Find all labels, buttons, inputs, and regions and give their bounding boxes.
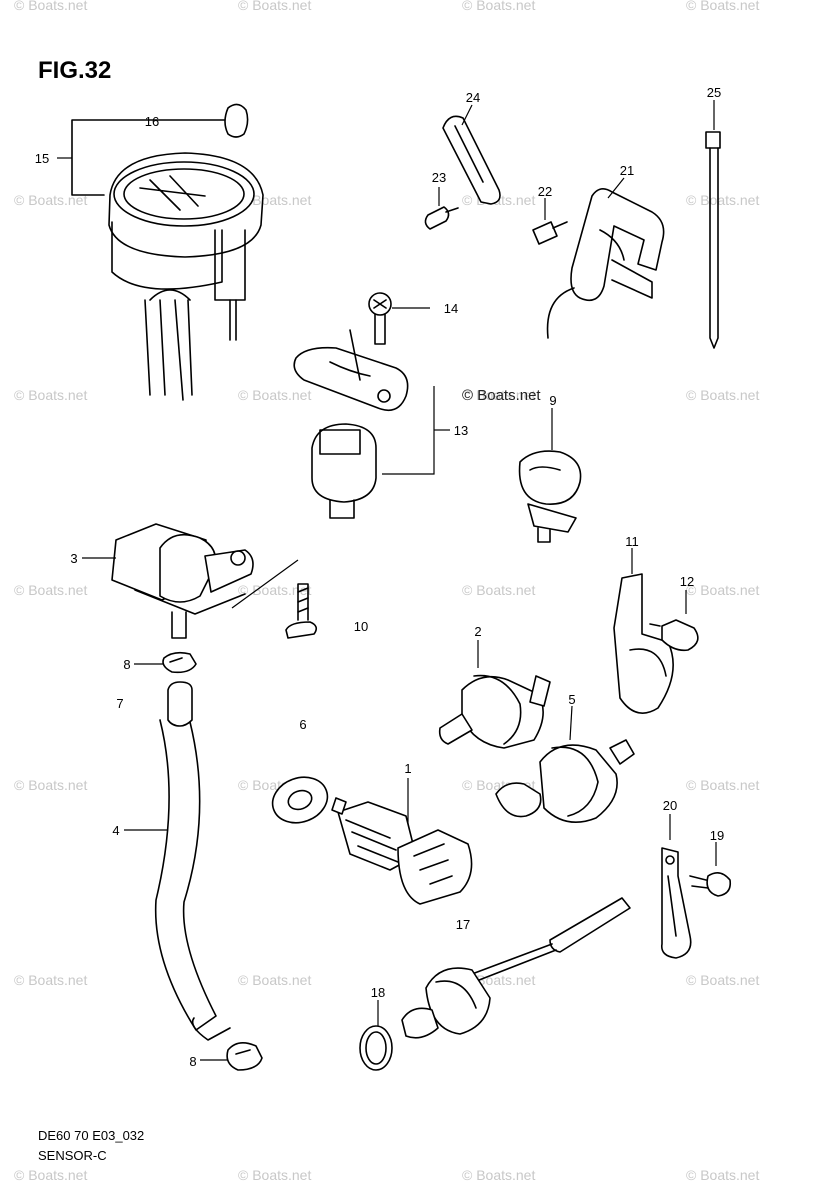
watermark-text: © Boats.net — [238, 582, 311, 598]
watermark-text: © Boats.net — [238, 387, 311, 403]
gauge-assembly — [57, 103, 264, 401]
callout-13: 13 — [454, 423, 468, 438]
callout-15: 15 — [35, 151, 49, 166]
switch-part-5 — [495, 705, 635, 824]
callout-20: 20 — [663, 798, 677, 813]
watermark-text: © Boats.net — [238, 192, 311, 208]
o-ring-part-18 — [359, 1000, 393, 1071]
callout-16: 16 — [145, 114, 159, 129]
watermark-text: © Boats.net — [462, 582, 535, 598]
watermark-text: © Boats.net — [14, 387, 87, 403]
clamp-part-8-top — [134, 651, 197, 674]
figure-title: FIG.32 — [38, 57, 111, 84]
watermark-text: © Boats.net — [14, 582, 87, 598]
screw-part-14 — [368, 292, 430, 345]
sensor-part-1 — [331, 778, 473, 905]
callout-25: 25 — [707, 85, 721, 100]
watermark-text: © Boats.net — [238, 0, 311, 13]
center-watermark: © Boats.net — [462, 387, 541, 404]
model-code: DE60 70 E03_032 — [38, 1128, 144, 1143]
callout-17: 17 — [456, 917, 470, 932]
clip-part-20 — [660, 814, 692, 959]
clip-part-9 — [518, 408, 582, 543]
callout-1: 1 — [404, 761, 411, 776]
watermark-text: © Boats.net — [686, 582, 759, 598]
callout-12: 12 — [680, 574, 694, 589]
watermark-text: © Boats.net — [238, 972, 311, 988]
clamp-part-8-bottom — [200, 1042, 263, 1071]
strap-part-24 — [442, 104, 501, 205]
callout-21: 21 — [620, 163, 634, 178]
callout-2: 2 — [474, 624, 481, 639]
sensor-part-17 — [401, 897, 631, 1039]
callout-11: 11 — [625, 534, 639, 549]
sensor-part-13 — [293, 329, 450, 519]
washer-part-6 — [271, 776, 329, 824]
watermark-text: © Boats.net — [686, 777, 759, 793]
sensor-part-3 — [82, 523, 299, 639]
watermark-text: © Boats.net — [686, 1167, 759, 1183]
watermark-text: © Boats.net — [686, 387, 759, 403]
switch-part-2 — [438, 640, 551, 749]
callout-8-top: 8 — [123, 657, 130, 672]
cable-tie-part-25 — [705, 100, 721, 349]
screw-part-12 — [649, 590, 699, 652]
watermark-text: © Boats.net — [686, 972, 759, 988]
screw-part-22 — [532, 198, 568, 245]
watermark-text: © Boats.net — [14, 777, 87, 793]
callout-23: 23 — [432, 170, 446, 185]
callout-3: 3 — [70, 551, 77, 566]
watermark-text: © Boats.net — [14, 0, 87, 13]
hose-part-4 — [124, 681, 231, 1041]
bracket-part-21 — [546, 177, 665, 339]
callout-14: 14 — [444, 301, 458, 316]
callout-18: 18 — [371, 985, 385, 1000]
bolt-part-10 — [285, 583, 318, 639]
screw-part-19 — [689, 842, 732, 897]
watermark-text: © Boats.net — [14, 1167, 87, 1183]
callout-4: 4 — [112, 823, 119, 838]
callout-19: 19 — [710, 828, 724, 843]
callout-10: 10 — [354, 619, 368, 634]
watermark-text: © Boats.net — [462, 1167, 535, 1183]
callout-layer: 16 15 24 25 23 22 21 14 13 9 3 11 12 10 … — [35, 85, 724, 1069]
callout-8-bottom: 8 — [189, 1054, 196, 1069]
watermark-text: © Boats.net — [238, 1167, 311, 1183]
watermark-text: © Boats.net — [462, 0, 535, 13]
callout-9: 9 — [549, 393, 556, 408]
callout-24: 24 — [466, 90, 480, 105]
callout-22: 22 — [538, 184, 552, 199]
watermark-text: © Boats.net — [14, 192, 87, 208]
callout-6: 6 — [299, 717, 306, 732]
watermark-text: © Boats.net — [686, 0, 759, 13]
callout-5: 5 — [568, 692, 575, 707]
screw-part-23 — [424, 187, 459, 230]
watermark-text: © Boats.net — [686, 192, 759, 208]
watermark-text: © Boats.net — [14, 972, 87, 988]
section-name: SENSOR-C — [38, 1148, 107, 1163]
callout-7: 7 — [116, 696, 123, 711]
watermark-text: © Boats.net — [462, 387, 535, 403]
